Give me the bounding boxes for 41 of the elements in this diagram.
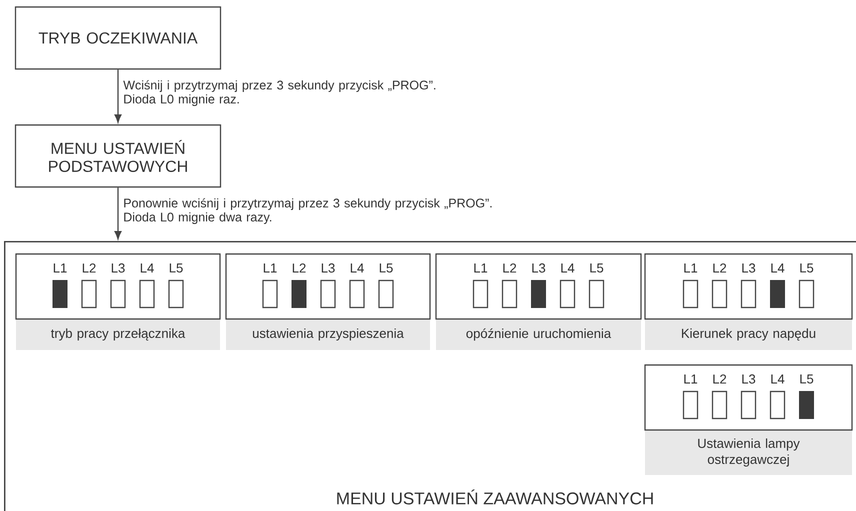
led-label: L1	[684, 264, 698, 272]
led-label: L2	[713, 263, 726, 273]
state-box: MENU USTAWIEŃ PODSTAWOWYCH	[14, 124, 222, 188]
led-label: L5	[380, 263, 393, 273]
arrow	[114, 70, 122, 123]
led-panel	[435, 253, 642, 350]
led-label: L5	[590, 263, 604, 273]
led-label: L5	[170, 263, 183, 273]
led-label: L4	[771, 374, 784, 384]
led-label: L4	[350, 264, 364, 272]
led-label: L2	[292, 263, 306, 273]
led-label: L2	[713, 374, 726, 384]
led-label: L1	[264, 264, 277, 272]
led-label: L5	[800, 263, 814, 273]
led-panel	[644, 364, 853, 475]
state-box: TRYB OCZEKIWANIA	[14, 6, 222, 70]
edge-label: Ponownie wciśnij i przytrzymaj przez 3 sekundy przycisk „PROG”. Dioda L0 mignie dwa razy.	[124, 198, 492, 224]
panel-caption: ustawienia przyspieszenia	[252, 328, 404, 341]
panel-caption: tryb pracy przełącznika	[51, 328, 186, 341]
panel-caption: Kierunek pracy napędu	[682, 328, 816, 341]
led-label: L3	[532, 263, 546, 273]
led-label: L1	[54, 264, 67, 272]
edge-label: Wciśnij i przytrzymaj przez 3 sekundy przycisk „PROG”. Dioda L0 mignie raz.	[123, 80, 436, 106]
led-label: L1	[684, 374, 698, 384]
panel-caption: Ustawienia lampy ostrzegawczej	[698, 438, 800, 467]
led-label: L1	[474, 264, 488, 272]
led-label: L4	[771, 264, 784, 272]
led-label: L3	[112, 263, 125, 273]
led-panel	[15, 253, 221, 350]
led-label: L4	[140, 264, 154, 272]
led-label: L2	[82, 263, 96, 273]
panel-caption: opóźnienie uruchomienia	[466, 328, 612, 341]
led-panel	[644, 253, 853, 350]
led-label: L3	[742, 374, 756, 384]
arrow	[114, 188, 122, 240]
led-label: L5	[800, 374, 814, 384]
led-label: L2	[503, 263, 516, 273]
led-label: L3	[742, 263, 756, 273]
led-label: L3	[322, 263, 335, 273]
led-panel	[225, 253, 431, 350]
led-label: L4	[561, 264, 574, 272]
